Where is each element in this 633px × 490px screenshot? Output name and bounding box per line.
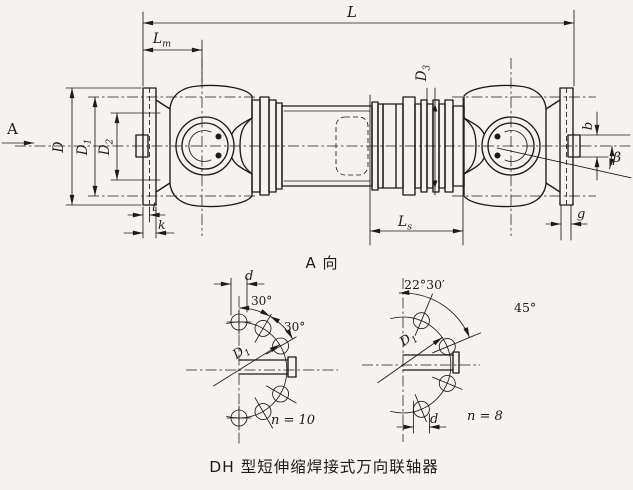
- angle-dimensions-right-view: 22°30′ 45°: [398, 277, 536, 338]
- dimension-D1: D1: [75, 96, 98, 197]
- dim-label-Lm: Lm: [152, 31, 171, 50]
- snap-ring-dot: [215, 152, 222, 159]
- dimension-b: b: [580, 111, 631, 181]
- dim-label-d: d: [430, 412, 438, 427]
- yoke-arm-inner-edges: [231, 117, 253, 175]
- dimension-L: L: [142, 3, 575, 87]
- main-assembly-view: L Lm Ls D D1: [1, 3, 632, 246]
- view-a-title: A 向: [305, 254, 338, 272]
- dimension-D: D: [51, 87, 142, 206]
- dim-label-D2: D2: [97, 138, 116, 156]
- dim-label-k: k: [158, 217, 166, 232]
- view-arrow-label: A: [6, 120, 18, 138]
- dimension-Lm: Lm: [142, 31, 203, 83]
- bolt-pattern-view-right: D1 22°30′ 45° d n = 8: [362, 277, 536, 442]
- dim-label-L: L: [346, 3, 357, 21]
- dim-label-b: b: [581, 122, 596, 130]
- dimension-beta: β: [496, 145, 632, 179]
- dim-label-beta: β: [612, 150, 621, 166]
- dim-label-Ls: Ls: [397, 214, 412, 233]
- hole-count-label-left: n = 10: [271, 413, 315, 428]
- dimension-g: g: [545, 204, 588, 241]
- key-bar: [402, 351, 460, 374]
- drive-shaft: [251, 96, 465, 196]
- dim-label-D1: D1: [75, 139, 94, 157]
- drawing-caption: DH 型短伸缩焊接式万向联轴器: [209, 458, 439, 476]
- dim-label-D3: D3: [414, 64, 433, 82]
- bolt-circle-arc: [226, 321, 288, 419]
- hub-taper: [155, 99, 171, 193]
- flange-yoke-assembly: [135, 84, 253, 208]
- dim-label-D: D: [51, 141, 67, 153]
- bearing-cup-inner: [181, 122, 229, 170]
- key-bar: [238, 356, 297, 378]
- dimension-d-right-view: d: [396, 400, 447, 434]
- angle-label-30-side: 30°: [284, 320, 305, 334]
- angle-label-45: 45°: [514, 300, 536, 315]
- bolt-pattern-view-left: D1 d 30° 30° n = 10: [186, 269, 338, 444]
- bearing-cup-outer: [175, 116, 235, 176]
- angle-dimensions-left-view: 30° 30°: [238, 294, 305, 340]
- dimension-D2: D2: [97, 112, 161, 181]
- dim-label-d: d: [245, 269, 253, 284]
- view-direction-arrow: A: [1, 120, 35, 146]
- bolt-circle-arc: [390, 316, 452, 414]
- bolt-hole-crossed: [412, 293, 482, 423]
- angle-label-30-top: 30°: [251, 294, 272, 308]
- dimension-t-k: t k: [123, 199, 175, 239]
- angle-label-2230: 22°30′: [404, 277, 445, 292]
- yoke-silhouette: [169, 84, 253, 208]
- dimension-d-left-view: d: [213, 269, 265, 316]
- journal-arc: [188, 130, 212, 162]
- dim-label-g: g: [577, 207, 585, 222]
- dimension-D3: D3: [414, 64, 438, 196]
- dimension-annotations: L Lm Ls D D1: [1, 3, 632, 246]
- flange-key-block: [135, 134, 149, 158]
- hole-count-label-right: n = 8: [467, 409, 503, 424]
- dimension-Ls: Ls: [369, 94, 464, 246]
- snap-ring-dot: [215, 133, 222, 140]
- dim-label-t: t: [152, 199, 158, 214]
- dim-label-D1-left-view: D1: [229, 341, 253, 365]
- hidden-spline-contour: [335, 116, 369, 176]
